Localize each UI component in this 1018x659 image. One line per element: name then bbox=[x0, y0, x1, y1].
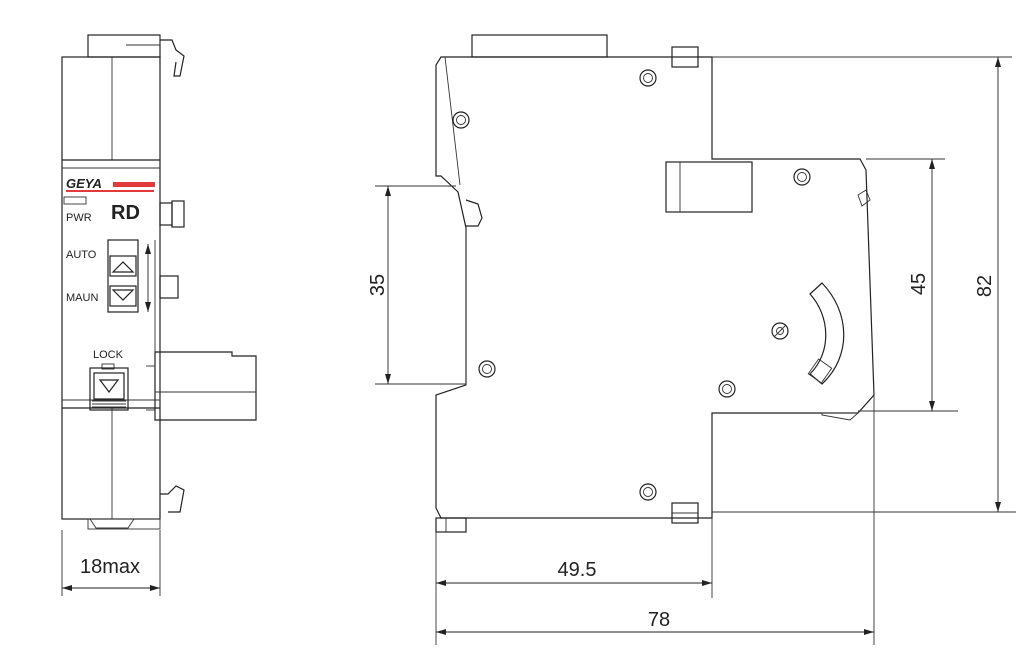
front-body bbox=[61, 56, 161, 520]
dim-49-5: 49.5 bbox=[558, 559, 597, 581]
dim-78: 78 bbox=[648, 609, 670, 631]
rotary-knob bbox=[771, 282, 845, 385]
model-label: RD bbox=[111, 202, 140, 224]
bottom-clip bbox=[87, 518, 161, 530]
screw-holes bbox=[452, 69, 811, 501]
side-window bbox=[665, 161, 753, 213]
side-body bbox=[435, 56, 875, 519]
pwr-indicator bbox=[63, 196, 87, 205]
lock-label: LOCK bbox=[93, 349, 124, 361]
arrow-up-icon bbox=[111, 261, 135, 273]
dim-45: 45 bbox=[908, 273, 930, 295]
geya-logo: GEYA bbox=[66, 176, 155, 192]
arrow-down-icon bbox=[111, 289, 135, 301]
width-dimension: 18max bbox=[80, 556, 140, 578]
top-din-hook bbox=[160, 39, 185, 77]
lock-slider bbox=[89, 363, 129, 411]
dim-35: 35 bbox=[367, 274, 389, 296]
svg-text:GEYA: GEYA bbox=[66, 176, 102, 191]
side-view: 35 45 82 49.5 78 bbox=[367, 34, 1016, 645]
mode-switch bbox=[107, 239, 151, 313]
top-clip bbox=[87, 34, 161, 58]
bottom-din-hook bbox=[160, 485, 185, 513]
pwr-label: PWR bbox=[66, 212, 92, 224]
top-plug bbox=[471, 34, 608, 58]
side-connector bbox=[154, 351, 257, 421]
arrow-down-icon bbox=[98, 379, 120, 393]
dim-82: 82 bbox=[974, 275, 996, 297]
front-view: GEYA PWR RD AUTO MAUN LOCK bbox=[61, 34, 257, 596]
maun-label: MAUN bbox=[66, 292, 98, 304]
auto-label: AUTO bbox=[66, 249, 97, 261]
